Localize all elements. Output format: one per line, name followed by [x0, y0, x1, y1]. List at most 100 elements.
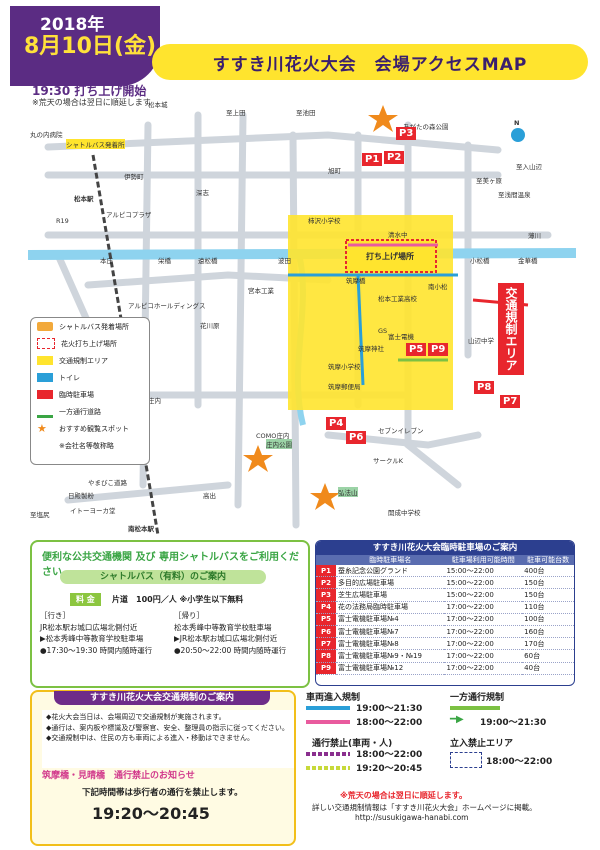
event-date: 8月10日(金): [24, 34, 157, 59]
label-alpico-hd: アルピコホールディングス: [128, 302, 206, 310]
regulation-line: ◆通行は、案内板や標識及び警察官、安全、整理員の指示に従ってください。: [46, 723, 289, 732]
oneway-icon: [37, 406, 53, 418]
parking-badge-p7[interactable]: P7: [500, 395, 521, 408]
noentry-time: 18:00～22:00: [486, 757, 553, 767]
label-to-shiojiri: 至塩尻: [30, 511, 50, 519]
go-route-dest: ▶松本秀峰中等教育学校駐車場: [40, 634, 144, 643]
parking-name: 富士電機駐車場№4: [336, 613, 445, 626]
parking-hours: 15:00～22:00: [444, 588, 523, 602]
oneway-time: 19:00～21:30: [480, 718, 547, 728]
parking-badge-p8[interactable]: P8: [474, 381, 495, 394]
regulation-line: ◆花火大会当日は、会場周辺で交通規制が実施されます。: [46, 713, 226, 721]
label-susuki-river: 薄川: [528, 232, 541, 240]
parking-badge-p5[interactable]: P5: [406, 343, 427, 356]
parking-badge-p3[interactable]: P3: [396, 127, 417, 140]
label-north: N: [514, 119, 520, 127]
legend-label: 花火打ち上げ場所: [61, 339, 117, 348]
oneway-line: [450, 706, 500, 710]
event-year: 2018年: [40, 15, 105, 35]
label-r19: R19: [56, 217, 69, 225]
label-agata-park: あがたの森公園: [403, 123, 449, 131]
parking-name: 蚕糸記念公園グランド: [336, 565, 445, 578]
label-fukashi: 深志: [196, 189, 209, 197]
entry-heading: 車両進入規制: [306, 693, 361, 703]
legend-row: ※会社名等敬称略: [31, 437, 149, 454]
parking-badge-p6[interactable]: P6: [346, 431, 367, 444]
back-route-dest: ▶JR松本駅お城口広場北側付近: [174, 634, 278, 643]
shuttle-return: ［帰り］ 松本秀峰中等教育学校駐車場 ▶JR松本駅お城口広場北側付近 ●20:5…: [174, 610, 286, 656]
label-koboyama: 弘法山: [338, 487, 358, 497]
legend-label: ※会社名等敬称略: [59, 441, 114, 450]
label-hanakawara: 花川原: [200, 322, 220, 330]
regulation-panel: すすき川花火大会交通規制のご案内 ◆花火大会当日は、会場周辺で交通規制が実施され…: [30, 690, 296, 846]
traffic-area-callout: 交通規制エリア: [498, 283, 524, 375]
entry-line-blue: [306, 706, 350, 710]
parking-badge-p2[interactable]: P2: [384, 151, 405, 164]
legend-label: 一方通行道路: [59, 407, 101, 416]
label-yamabiko: やまびこ道路: [88, 479, 127, 487]
parking-badge-p9[interactable]: P9: [428, 343, 449, 356]
parking-capacity: 100台: [522, 613, 574, 626]
oneway-heading: 一方通行規制: [450, 693, 505, 703]
parking-name: 多目的広場駐車場: [336, 576, 445, 590]
website-link[interactable]: http://susukigawa-hanabi.com: [355, 813, 469, 822]
legend-label: 交通規制エリア: [59, 356, 108, 365]
label-kaisei: 開成中学校: [388, 509, 421, 517]
label-chikuma-bridge: 筑摩橋: [346, 277, 366, 285]
parking-name: 富士電機駐車場№9・№19: [336, 649, 445, 663]
legend-row: ★おすすめ観覧スポット: [31, 420, 149, 437]
regulation-line: ◆交通規制中は、住民の方も車両による進入・移動はできません。: [46, 734, 254, 742]
page-title: すすき川花火大会 会場アクセスMAP: [152, 44, 588, 80]
entry-reg-blue-v: [356, 274, 365, 386]
parking-code: P4: [316, 601, 336, 614]
col-hours: 駐車場利用可能時間: [444, 555, 523, 565]
label-asahi: 旭町: [328, 167, 341, 175]
parking-code: P7: [316, 637, 336, 651]
closed-line-lime: [306, 766, 350, 770]
access-map[interactable]: 松本城 至上田 至池田 丸の内病院 シャトルバス発着所 松本駅 アルピコプラザ …: [28, 101, 576, 535]
label-alpico: アルピコプラザ: [106, 211, 152, 219]
parking-name: 富士電機駐車場№8: [336, 637, 445, 651]
legend-row: 一方通行道路: [31, 403, 149, 420]
parking-hours: 17:00～22:00: [444, 601, 523, 614]
parking-hours: 17:00～22:00: [444, 625, 523, 639]
label-to-asama: 至浅間温泉: [498, 191, 531, 199]
label-honjo: 本庄: [100, 257, 113, 265]
label-firework-site: 打ち上げ場所: [366, 252, 414, 261]
parking-name: 芝生広場駐車場: [336, 588, 445, 602]
label-matsumoto-castle: 松本城: [148, 101, 168, 109]
label-ueda: 至上田: [226, 109, 246, 117]
label-minami-station: 南松本駅: [128, 525, 154, 533]
entry-time-1: 19:00～21:30: [356, 704, 423, 714]
parking-code: P5: [316, 613, 336, 626]
noentry-area-icon: [450, 752, 482, 768]
shuttle-outbound: ［行き］ JR松本駅お城口広場北側付近 ▶松本秀峰中等教育学校駐車場 ●17:3…: [40, 610, 152, 656]
go-title: ［行き］: [40, 611, 70, 620]
parking-code: P8: [316, 649, 336, 663]
go-time: ●17:30～19:30 時間内随時運行: [40, 645, 153, 655]
bridge-heading: 筑摩橋・見晴橋 通行禁止のお知らせ: [42, 771, 195, 781]
parking-heading: すすき川花火大会臨時駐車場のご案内: [316, 541, 574, 555]
regulation-body: ◆花火大会当日は、会場周辺で交通規制が実施されます。 ◆通行は、案内板や標識及び…: [42, 710, 294, 768]
parking-name: 富士電機駐車場№7: [336, 625, 445, 639]
label-to-utsukushi: 至美ヶ原: [476, 177, 502, 185]
firework-icon: [37, 338, 55, 349]
parking-code: P3: [316, 588, 336, 602]
parking-badge-p1[interactable]: P1: [362, 153, 383, 166]
entry-line-pink: [306, 720, 350, 724]
col-name: 臨時駐車場名: [336, 555, 445, 565]
label-itoyokado: イトーヨーカ堂: [70, 507, 116, 515]
parking-code: P1: [316, 565, 336, 578]
legend-row: 臨時駐車場: [31, 386, 149, 403]
parking-badge-p4[interactable]: P4: [326, 417, 347, 430]
star-icon: [368, 105, 398, 132]
closed-time-2: 19:20～20:45: [356, 764, 423, 774]
parking-capacity: 150台: [522, 588, 574, 602]
parking-code: P6: [316, 625, 336, 639]
